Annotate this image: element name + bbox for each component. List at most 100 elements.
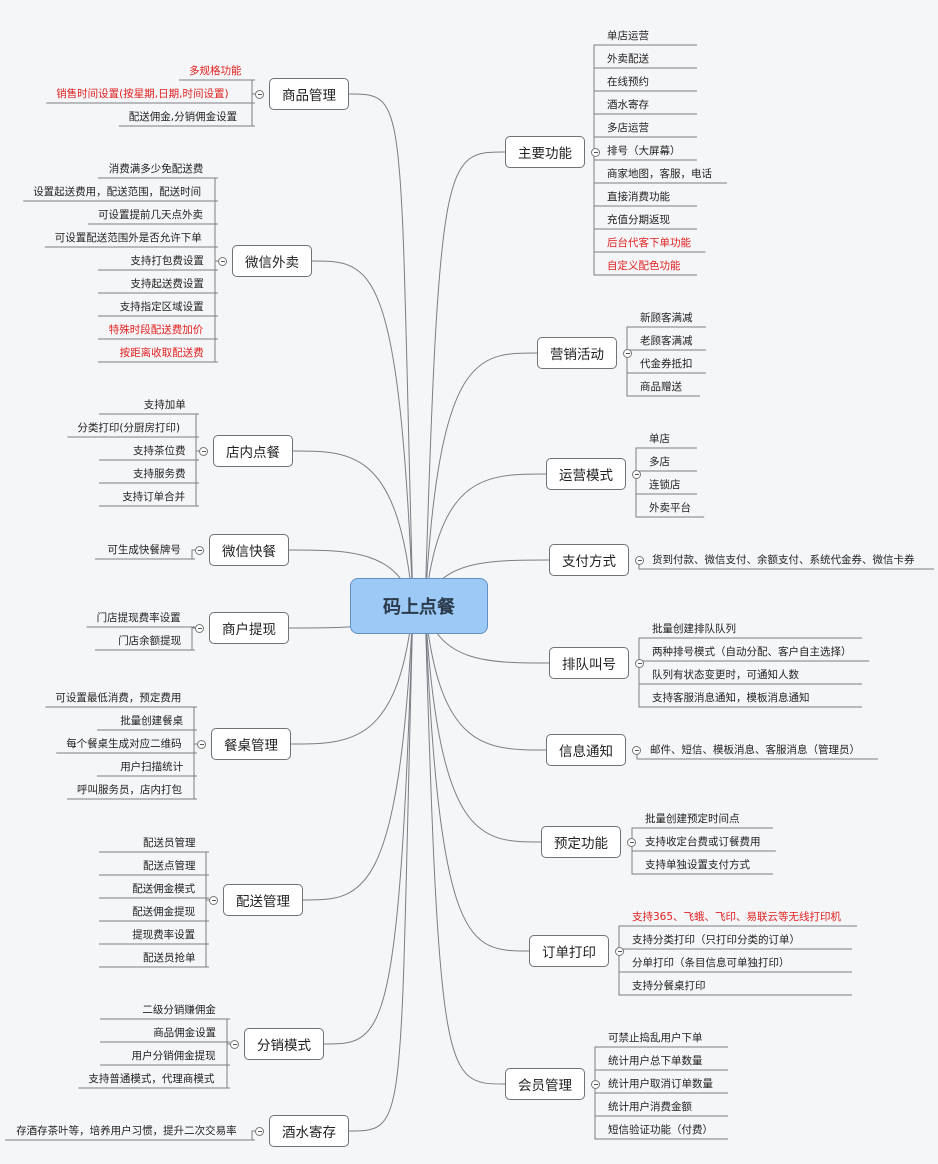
leaf-item[interactable]: 商品赠送	[640, 381, 682, 393]
leaf-item[interactable]: 消费满多少免配送费	[108, 163, 204, 175]
collapse-toggle-icon[interactable]	[199, 446, 208, 456]
collapse-toggle-icon[interactable]	[209, 895, 218, 905]
leaf-item[interactable]: 外卖平台	[649, 502, 691, 514]
leaf-item[interactable]: 二级分销赚佣金	[142, 1004, 216, 1016]
leaf-item[interactable]: 配送佣金,分销佣金设置	[128, 111, 238, 123]
leaf-item[interactable]: 商家地图，客服，电话	[607, 168, 712, 180]
leaf-item[interactable]: 直接消费功能	[607, 191, 670, 203]
leaf-item[interactable]: 配送佣金模式	[132, 883, 196, 895]
leaf-item[interactable]: 分单打印（条目信息可单独打印）	[632, 957, 790, 969]
leaf-item[interactable]: 门店提现费率设置	[96, 612, 181, 624]
leaf-item[interactable]: 支持客服消息通知，模板消息通知	[652, 692, 810, 704]
leaf-item[interactable]: 配送员抢单	[143, 952, 196, 964]
leaf-item[interactable]: 货到付款、微信支付、余额支付、系统代金券、微信卡券	[652, 554, 915, 566]
branch-12[interactable]: 微信快餐	[209, 534, 289, 566]
branch-10[interactable]: 微信外卖	[232, 245, 312, 277]
leaf-item[interactable]: 两种排号模式（自动分配、客户自主选择）	[652, 646, 852, 658]
leaf-item[interactable]: 统计用户消费金额	[608, 1101, 692, 1113]
leaf-item[interactable]: 分类打印(分厨房打印)	[77, 422, 181, 434]
branch-6[interactable]: 预定功能	[541, 826, 621, 858]
leaf-item[interactable]: 多店	[649, 456, 670, 468]
leaf-item[interactable]: 可设置配送范围外是否允许下单	[54, 232, 202, 244]
leaf-item[interactable]: 支持分类打印（只打印分类的订单）	[632, 934, 800, 946]
leaf-item[interactable]: 排号（大屏幕）	[607, 145, 681, 157]
collapse-toggle-icon[interactable]	[195, 623, 204, 633]
collapse-toggle-icon[interactable]	[195, 545, 204, 555]
leaf-item[interactable]: 单店	[649, 433, 670, 445]
leaf-item[interactable]: 支持茶位费	[133, 445, 186, 457]
branch-5[interactable]: 信息通知	[546, 734, 626, 766]
leaf-item[interactable]: 可禁止捣乱用户下单	[608, 1032, 703, 1044]
leaf-item[interactable]: 连锁店	[649, 479, 681, 491]
branch-8[interactable]: 会员管理	[505, 1068, 585, 1100]
leaf-item[interactable]: 支持订单合并	[122, 491, 186, 503]
leaf-item[interactable]: 邮件、短信、模板消息、客服消息（管理员）	[650, 744, 860, 756]
leaf-item[interactable]: 支持单独设置支付方式	[645, 859, 750, 871]
leaf-item[interactable]: 支持加单	[143, 399, 186, 411]
leaf-item[interactable]: 多规格功能	[189, 65, 242, 77]
leaf-item[interactable]: 支持普通模式，代理商模式	[88, 1073, 215, 1085]
collapse-toggle-icon[interactable]	[623, 348, 632, 358]
branch-2[interactable]: 运营模式	[546, 458, 626, 490]
leaf-item[interactable]: 后台代客下单功能	[607, 237, 691, 249]
collapse-toggle-icon[interactable]	[615, 946, 624, 956]
collapse-toggle-icon[interactable]	[197, 739, 206, 749]
leaf-item[interactable]: 用户分销佣金提现	[131, 1050, 216, 1062]
branch-1[interactable]: 营销活动	[537, 337, 617, 369]
leaf-item[interactable]: 支持打包费设置	[130, 255, 204, 267]
leaf-item[interactable]: 呼叫服务员，店内打包	[77, 784, 182, 796]
branch-16[interactable]: 分销模式	[244, 1028, 324, 1060]
collapse-toggle-icon[interactable]	[635, 658, 644, 668]
branch-4[interactable]: 排队叫号	[549, 647, 629, 679]
leaf-item[interactable]: 统计用户取消订单数量	[608, 1078, 713, 1090]
leaf-item[interactable]: 门店余额提现	[118, 635, 182, 647]
leaf-item[interactable]: 在线预约	[607, 76, 649, 88]
leaf-item[interactable]: 支持起送费设置	[130, 278, 204, 290]
leaf-item[interactable]: 统计用户总下单数量	[608, 1055, 703, 1067]
leaf-item[interactable]: 按距离收取配送费	[119, 347, 204, 359]
branch-0[interactable]: 主要功能	[505, 136, 585, 168]
collapse-toggle-icon[interactable]	[632, 745, 641, 755]
collapse-toggle-icon[interactable]	[635, 555, 644, 565]
leaf-item[interactable]: 配送员管理	[143, 837, 196, 849]
collapse-toggle-icon[interactable]	[230, 1039, 239, 1049]
leaf-item[interactable]: 老顾客满减	[640, 335, 693, 347]
leaf-item[interactable]: 新顾客满减	[640, 312, 693, 324]
leaf-item[interactable]: 批量创建排队队列	[652, 623, 736, 635]
branch-15[interactable]: 配送管理	[223, 884, 303, 916]
leaf-item[interactable]: 代金券抵扣	[640, 358, 693, 370]
central-topic[interactable]: 码上点餐	[350, 578, 488, 634]
leaf-item[interactable]: 支持服务费	[133, 468, 186, 480]
leaf-item[interactable]: 提现费率设置	[132, 929, 196, 941]
collapse-toggle-icon[interactable]	[255, 89, 264, 99]
leaf-item[interactable]: 存酒存茶叶等，培养用户习惯，提升二次交易率	[16, 1125, 237, 1137]
leaf-item[interactable]: 特殊时段配送费加价	[108, 324, 204, 336]
leaf-item[interactable]: 可生成快餐牌号	[107, 544, 181, 556]
leaf-item[interactable]: 配送佣金提现	[132, 906, 196, 918]
branch-14[interactable]: 餐桌管理	[211, 728, 291, 760]
leaf-item[interactable]: 可设置提前几天点外卖	[98, 209, 203, 221]
branch-11[interactable]: 店内点餐	[213, 435, 293, 467]
leaf-item[interactable]: 多店运营	[607, 122, 649, 134]
leaf-item[interactable]: 支持分餐桌打印	[632, 980, 706, 992]
leaf-item[interactable]: 自定义配色功能	[607, 260, 681, 272]
leaf-item[interactable]: 外卖配送	[607, 53, 649, 65]
leaf-item[interactable]: 可设置最低消费，预定费用	[55, 692, 182, 704]
leaf-item[interactable]: 商品佣金设置	[153, 1027, 217, 1039]
leaf-item[interactable]: 支持指定区域设置	[119, 301, 204, 313]
leaf-item[interactable]: 设置起送费用，配送范围，配送时间	[33, 186, 202, 198]
collapse-toggle-icon[interactable]	[255, 1126, 264, 1136]
leaf-item[interactable]: 短信验证功能（付费）	[608, 1124, 713, 1136]
leaf-item[interactable]: 销售时间设置(按星期,日期,时间设置)	[56, 88, 229, 100]
branch-7[interactable]: 订单打印	[529, 935, 609, 967]
branch-17[interactable]: 酒水寄存	[269, 1115, 349, 1147]
collapse-toggle-icon[interactable]	[591, 147, 600, 157]
leaf-item[interactable]: 批量创建餐桌	[120, 715, 184, 727]
leaf-item[interactable]: 队列有状态变更时，可通知人数	[652, 669, 799, 681]
collapse-toggle-icon[interactable]	[218, 256, 227, 266]
collapse-toggle-icon[interactable]	[591, 1079, 600, 1089]
leaf-item[interactable]: 酒水寄存	[607, 99, 649, 111]
leaf-item[interactable]: 批量创建预定时间点	[645, 813, 740, 825]
branch-9[interactable]: 商品管理	[269, 78, 349, 110]
leaf-item[interactable]: 每个餐桌生成对应二维码	[66, 738, 182, 750]
